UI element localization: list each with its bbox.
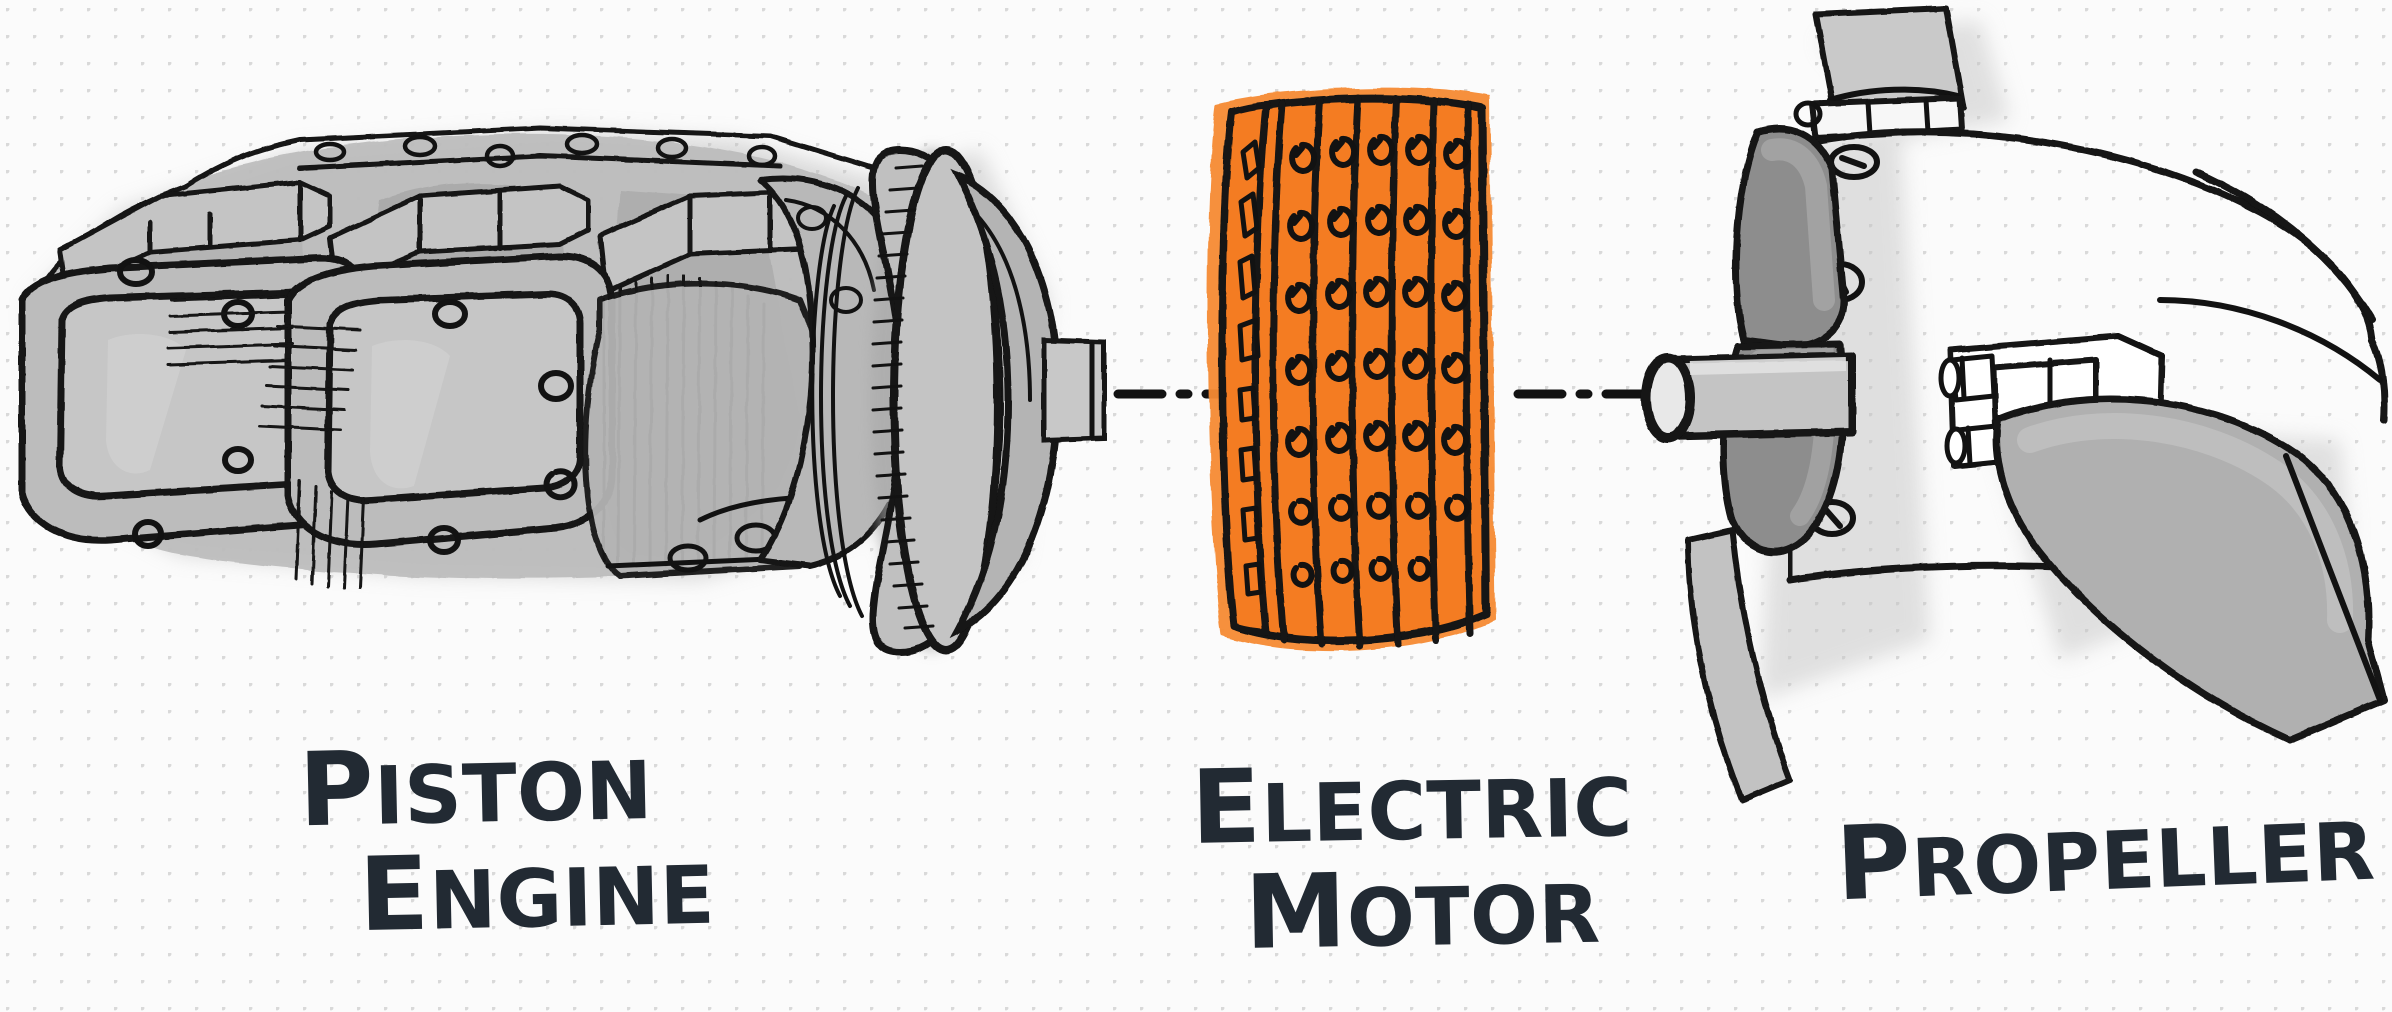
label-electric-motor: ELECTRIC MOTOR bbox=[1190, 748, 1635, 973]
propeller-group[interactable] bbox=[1641, 5, 2388, 803]
blade-root-tail bbox=[1685, 527, 1793, 803]
label-propeller-cap: P bbox=[1833, 802, 1914, 925]
cooling-fins-left-vertical bbox=[294, 478, 366, 590]
label-motor-cap: M bbox=[1243, 852, 1348, 973]
cooling-slots bbox=[1237, 139, 1264, 597]
shaft-tube bbox=[1641, 352, 1856, 443]
winding-vents bbox=[1285, 133, 1472, 588]
label-piston-engine: PISTON ENGINE bbox=[298, 730, 716, 955]
electric-motor-group[interactable] bbox=[1207, 87, 1496, 652]
stator-bands bbox=[1269, 94, 1474, 650]
label-engine-cap: E bbox=[357, 834, 431, 955]
output-shaft bbox=[1041, 337, 1107, 443]
cooling-fins-left bbox=[166, 294, 294, 366]
label-piston-rest: ISTON bbox=[373, 743, 654, 843]
blade-front-upper bbox=[1732, 125, 1848, 350]
piston-engine-group[interactable] bbox=[18, 125, 1107, 656]
label-propeller: PROPELLER bbox=[1834, 796, 2377, 925]
blade-right-upper-edge bbox=[2157, 297, 2383, 383]
engine-top-bolts bbox=[313, 132, 778, 169]
label-engine-rest: NGINE bbox=[428, 848, 716, 948]
label-propeller-rest: ROPELLER bbox=[1909, 804, 2377, 916]
blade-upper bbox=[1813, 5, 1967, 125]
spinner-cowl-outline bbox=[2192, 168, 2388, 424]
label-electric-rest: LECTRIC bbox=[1260, 761, 1634, 861]
blade-right bbox=[1993, 395, 2388, 744]
cooling-fins-mid bbox=[258, 324, 362, 432]
label-electric-cap: E bbox=[1190, 747, 1263, 868]
crankcase bbox=[582, 280, 847, 579]
ring-gear-teeth bbox=[871, 164, 935, 630]
label-motor-rest: OTOR bbox=[1346, 867, 1602, 966]
cylinder-head-right bbox=[284, 252, 616, 555]
end-bell bbox=[1218, 101, 1270, 636]
flywheel-ring-gear bbox=[810, 146, 1107, 656]
label-piston-cap: P bbox=[297, 729, 376, 851]
